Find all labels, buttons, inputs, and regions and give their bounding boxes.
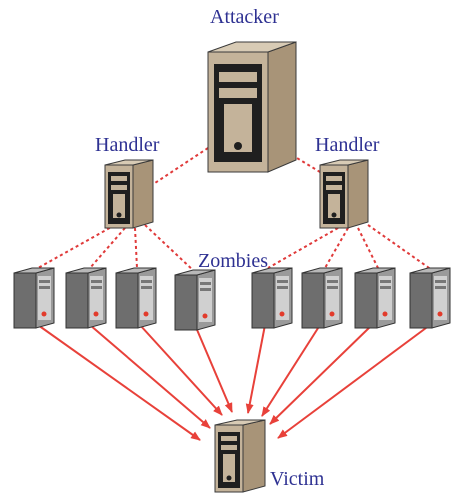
handler-left-label: Handler <box>95 134 160 156</box>
link-handler-left-zombie-2 <box>89 227 126 269</box>
arrow-zombie-7 <box>269 324 373 425</box>
zombie-7-computer-icon <box>354 267 396 329</box>
control-links <box>37 147 433 273</box>
zombie-2-computer-icon <box>65 267 107 329</box>
zombies-label: Zombies <box>198 250 268 272</box>
zombie-6-computer-icon <box>301 267 343 329</box>
arrow-zombie-1 <box>37 324 201 441</box>
arrow-zombie-3 <box>139 324 223 416</box>
arrow-zombie-8 <box>277 324 431 439</box>
zombie-3-computer-icon <box>115 267 157 329</box>
arrow-zombie-4 <box>194 324 233 413</box>
handler-left-computer-icon <box>104 159 154 229</box>
link-handler-right-zombie-5 <box>267 227 339 269</box>
zombie-1-computer-icon <box>13 267 55 329</box>
link-attacker-handler-left <box>154 147 209 184</box>
arrow-zombie-6 <box>261 324 321 417</box>
link-handler-left-zombie-1 <box>37 224 116 269</box>
handler-right-label: Handler <box>315 134 380 156</box>
zombie-4-computer-icon <box>174 269 216 331</box>
link-handler-right-zombie-6 <box>324 227 349 269</box>
arrow-zombie-2 <box>89 324 211 429</box>
zombie-8-computer-icon <box>409 267 451 329</box>
link-handler-right-zombie-7 <box>357 227 379 269</box>
attack-arrows <box>37 324 431 441</box>
arrow-zombie-5 <box>245 324 266 414</box>
handler-right-computer-icon <box>319 159 369 229</box>
victim-computer-icon <box>214 419 266 493</box>
attacker-computer-icon <box>207 41 297 173</box>
attacker-label: Attacker <box>210 6 279 28</box>
link-handler-right-zombie-8 <box>367 224 433 271</box>
zombie-5-computer-icon <box>251 267 293 329</box>
link-handler-left-zombie-4 <box>144 224 196 273</box>
link-handler-left-zombie-3 <box>134 227 138 269</box>
victim-label: Victim <box>270 468 325 490</box>
zombie-computers <box>13 267 451 331</box>
